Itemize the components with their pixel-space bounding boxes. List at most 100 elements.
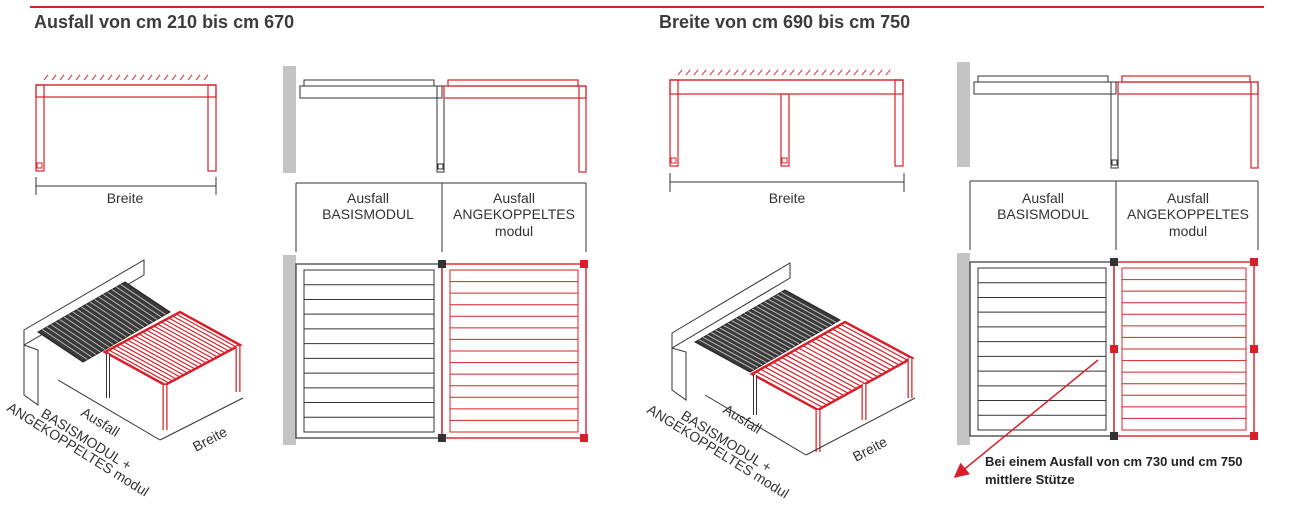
slat-line <box>98 296 145 328</box>
slat-line <box>837 69 843 76</box>
slat-line <box>187 74 193 81</box>
slat-line <box>773 69 779 76</box>
slat-line <box>869 69 875 76</box>
slat-line <box>877 69 883 76</box>
slat-line <box>153 325 215 360</box>
slat-line <box>46 326 92 358</box>
slat-line <box>823 333 892 371</box>
slat-line <box>885 69 891 76</box>
slat-line <box>764 301 820 333</box>
slat-line <box>175 313 237 348</box>
slat-line <box>772 361 841 399</box>
slat-line <box>693 69 699 76</box>
slat-line <box>155 74 161 81</box>
slat-line <box>702 336 759 368</box>
right-coupled-label-1: Ausfall <box>1167 190 1209 206</box>
slat-line <box>111 289 158 320</box>
left-iso-label-3: ANGEKOPPELTES modul <box>4 399 151 499</box>
left-coupled-label-3: modul <box>495 223 533 239</box>
slat-line <box>701 69 707 76</box>
slat-line <box>138 333 200 368</box>
slat-line <box>107 74 113 81</box>
slat-line <box>81 306 127 338</box>
slat-line <box>164 319 226 354</box>
left-coupled-label-1: Ausfall <box>493 190 535 206</box>
middle-support-arrow <box>953 359 1099 478</box>
slat-line <box>94 299 140 330</box>
slat-line <box>99 74 105 81</box>
left-front-elevation: Breite <box>35 74 217 206</box>
slat-line <box>123 74 129 81</box>
left-side-elevation: Ausfall BASISMODUL Ausfall ANGEKOPPELTES… <box>283 66 587 252</box>
left-plan-view <box>283 255 588 445</box>
slat-line <box>819 335 887 373</box>
slat-line <box>798 347 866 385</box>
slat-line <box>717 69 723 76</box>
slat-line <box>781 69 787 76</box>
slat-line <box>735 317 792 349</box>
left-width-label: Breite <box>107 190 144 206</box>
right-iso-width-label: Breite <box>850 433 890 464</box>
slat-line <box>107 291 153 323</box>
slat-line <box>739 315 796 347</box>
slat-line <box>832 328 900 366</box>
slat-line <box>810 340 879 378</box>
slat-line <box>785 354 854 392</box>
top-rule <box>30 6 1264 8</box>
right-width-label: Breite <box>769 190 806 206</box>
slat-line <box>805 69 811 76</box>
left-base-label-2: BASISMODUL <box>322 206 414 222</box>
right-front-elevation: Breite <box>669 69 905 206</box>
slat-line <box>51 74 57 81</box>
slat-line <box>127 339 188 374</box>
slat-line <box>67 74 73 81</box>
slat-line <box>42 329 88 360</box>
slat-line <box>727 322 783 354</box>
slat-line <box>130 337 192 372</box>
slat-line <box>160 321 222 356</box>
right-base-label-1: Ausfall <box>1022 190 1064 206</box>
slat-line <box>719 327 775 359</box>
slat-line <box>840 323 909 361</box>
left-iso-width-label: Breite <box>190 423 230 454</box>
slat-line <box>145 329 207 364</box>
slat-line <box>845 69 851 76</box>
slat-line <box>768 299 824 330</box>
slat-line <box>815 338 883 376</box>
slat-line <box>142 331 203 366</box>
slat-line <box>743 313 800 345</box>
slat-line <box>760 303 816 335</box>
slat-line <box>733 69 739 76</box>
slat-line <box>827 330 896 368</box>
slat-line <box>711 332 767 363</box>
slat-line <box>116 286 162 318</box>
note-line-2: mittlere Stütze <box>985 472 1075 487</box>
left-heading: Ausfall von cm 210 bis cm 670 <box>34 12 295 32</box>
slat-line <box>731 320 788 352</box>
slat-line <box>149 327 211 362</box>
slat-line <box>777 359 845 397</box>
slat-line <box>139 74 145 81</box>
slat-line <box>776 294 833 326</box>
slat-line <box>203 74 209 81</box>
slat-line <box>756 306 812 337</box>
right-isometric-view: Ausfall BASISMODUL + ANGEKOPPELTES modul… <box>644 262 916 501</box>
slat-line <box>72 311 119 343</box>
slat-line <box>789 352 858 390</box>
slat-line <box>821 69 827 76</box>
slat-line <box>757 69 763 76</box>
slat-line <box>157 323 218 358</box>
slat-line <box>836 326 904 364</box>
right-heading: Breite von cm 690 bis cm 750 <box>659 12 911 32</box>
slat-line <box>68 314 114 345</box>
slat-line <box>50 324 97 355</box>
slat-line <box>147 74 153 81</box>
slat-line <box>698 339 755 371</box>
slat-line <box>772 296 828 328</box>
slat-line <box>725 69 731 76</box>
slat-line <box>709 69 715 76</box>
slat-line <box>195 74 201 81</box>
note-line-1: Bei einem Ausfall von cm 730 und cm 750 <box>985 454 1242 469</box>
slat-line <box>780 291 837 323</box>
